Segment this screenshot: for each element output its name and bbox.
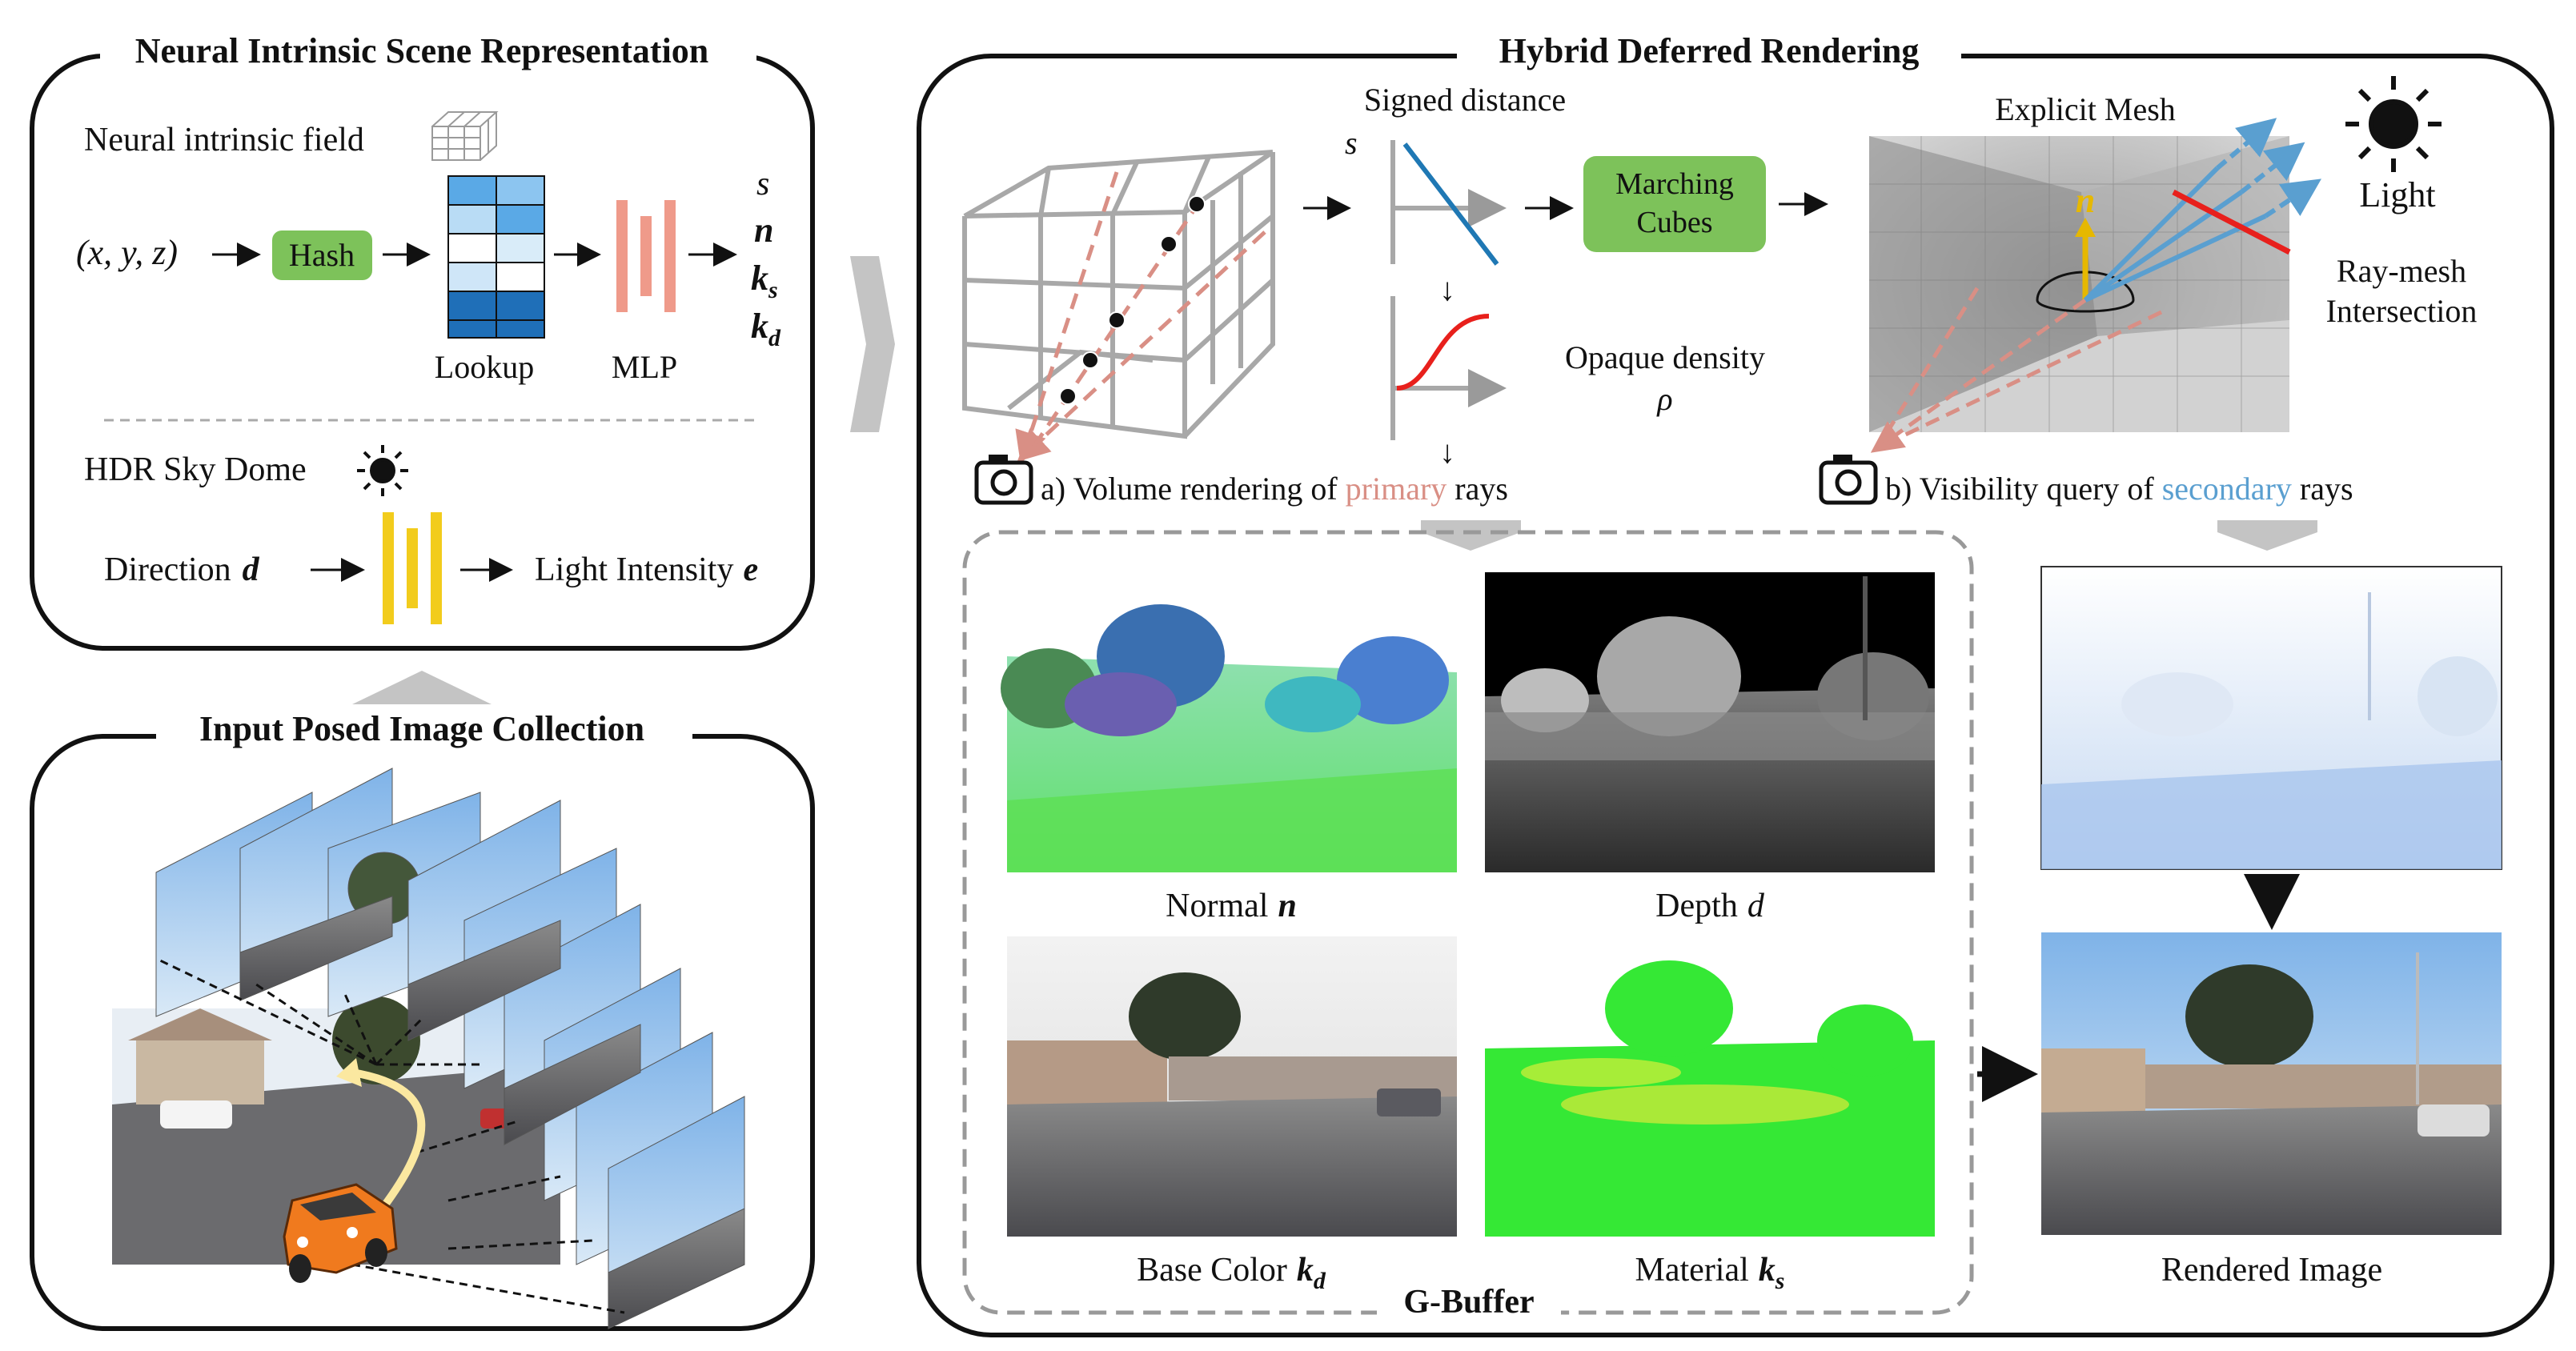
signed-distance-symbol: s — [1345, 125, 1358, 161]
signed-distance-label: Signed distance — [1364, 82, 1566, 118]
svg-text:kd: kd — [751, 307, 781, 351]
neural-panel-title: Neural Intrinsic Scene Representation — [135, 31, 709, 70]
car-icon — [283, 1183, 398, 1283]
intersection-line — [2172, 189, 2291, 255]
down-flow-arrow-b — [2217, 520, 2317, 551]
basecolor-caption-symbol: k — [1297, 1252, 1314, 1289]
density-plot — [1390, 296, 1507, 440]
sky-dome-label: HDR Sky Dome — [84, 451, 307, 488]
normal-symbol: n — [2076, 181, 2095, 220]
grid-cube-icon — [431, 111, 499, 161]
output-n: n — [754, 210, 773, 250]
normal-map-image — [1001, 572, 1457, 872]
caption-b-suffix: rays — [2292, 471, 2353, 507]
secondary-rays — [2083, 118, 2321, 303]
mesh-render — [1869, 136, 2289, 432]
depth-caption-symbol: d — [1747, 888, 1765, 924]
depth-caption: Depth — [1655, 888, 1738, 924]
down-arrow-1: ↓ — [1439, 271, 1455, 307]
gbuffer-box — [962, 530, 1974, 1315]
sky-mlp-icon — [383, 512, 442, 624]
camera-icon-b — [1819, 455, 1878, 505]
down-flow-arrow-a — [1421, 520, 1521, 551]
rendered-caption: Rendered Image — [2161, 1252, 2382, 1289]
basecolor-caption-sub: d — [1314, 1268, 1326, 1294]
material-map-image — [1485, 936, 1935, 1237]
mlp-label: MLP — [612, 349, 677, 385]
basecolor-caption: Base Color — [1137, 1252, 1287, 1289]
normal-caption: Normal — [1166, 888, 1268, 924]
camera-icon-a — [974, 455, 1033, 505]
hybrid-panel-title: Hybrid Deferred Rendering — [1499, 31, 1920, 70]
gbuffer-title: G-Buffer — [1403, 1284, 1534, 1321]
hash-box — [272, 231, 372, 280]
material-caption-sub: s — [1775, 1268, 1785, 1294]
output-list: s n ks kd — [751, 166, 781, 351]
rendered-image — [2041, 932, 2502, 1235]
input-coordinates: (x, y, z) — [76, 233, 178, 272]
voxel-grid — [962, 150, 1275, 439]
output-ks: k — [751, 259, 768, 298]
lookup-table — [447, 175, 545, 339]
marching-cubes-line2: Cubes — [1637, 206, 1713, 239]
base-color-image — [1007, 936, 1457, 1237]
column-flow-arrow — [850, 256, 895, 432]
caption-a-suffix: rays — [1446, 471, 1508, 507]
lookup-label: Lookup — [435, 349, 534, 385]
normal-caption-symbol: n — [1278, 888, 1296, 924]
raymesh-line1: Ray-mesh — [2337, 253, 2466, 289]
depth-map-image — [1485, 572, 1935, 872]
direction-symbol: d — [243, 551, 260, 588]
caption-a-prefix: a) Volume rendering of — [1041, 471, 1346, 507]
down-arrow-2: ↓ — [1439, 434, 1455, 470]
hybrid-rendering-panel: Hybrid Deferred Rendering Sign — [917, 30, 2554, 1337]
input-images-panel: Input Posed Image Collection — [30, 704, 815, 1331]
output-ks-sub: s — [768, 277, 778, 303]
mlp-icon — [616, 200, 676, 312]
input-panel-title: Input Posed Image Collection — [199, 709, 644, 748]
sun-icon — [2345, 76, 2442, 172]
neural-field-label: Neural intrinsic field — [84, 122, 364, 158]
sdf-plot — [1390, 140, 1507, 266]
sun-icon-small — [357, 445, 408, 496]
opaque-density-label: Opaque density — [1565, 339, 1765, 375]
marching-cubes-line1: Marching — [1615, 167, 1734, 201]
opaque-density-symbol: ρ — [1655, 381, 1672, 417]
explicit-mesh-label: Explicit Mesh — [1995, 91, 2176, 127]
hash-label: Hash — [289, 237, 355, 273]
intensity-symbol: e — [743, 551, 758, 588]
output-kd-sub: d — [768, 325, 781, 351]
marching-cubes-box — [1583, 156, 1766, 252]
light-label: Light — [2359, 175, 2435, 214]
visibility-image — [2040, 566, 2502, 870]
svg-text:a) Volume rendering of primary: a) Volume rendering of primary rays — [1041, 471, 1508, 507]
output-kd: k — [751, 307, 768, 346]
caption-b-prefix: b) Visibility query of — [1885, 471, 2162, 507]
direction-label: Direction — [104, 551, 231, 588]
hemisphere — [2036, 271, 2135, 313]
output-s: s — [756, 166, 769, 202]
material-caption-symbol: k — [1759, 1252, 1776, 1289]
svg-text:b) Visibility query of seconda: b) Visibility query of secondary rays — [1885, 471, 2353, 507]
raymesh-line2: Intersection — [2326, 293, 2478, 329]
caption-a-highlight: primary — [1346, 471, 1447, 507]
posed-image-stack — [155, 768, 745, 1329]
material-caption: Material — [1635, 1252, 1749, 1289]
svg-text:ks: ks — [751, 259, 778, 303]
neural-representation-panel: Neural Intrinsic Scene Representation Ne… — [30, 30, 815, 651]
caption-b-highlight: secondary — [2162, 471, 2292, 507]
intensity-label: Light Intensity — [535, 551, 733, 588]
camera-rays — [159, 959, 625, 1314]
sample-points — [1059, 195, 1206, 405]
trajectory-arrow — [351, 1068, 426, 1220]
primary-rays — [1015, 171, 1266, 464]
